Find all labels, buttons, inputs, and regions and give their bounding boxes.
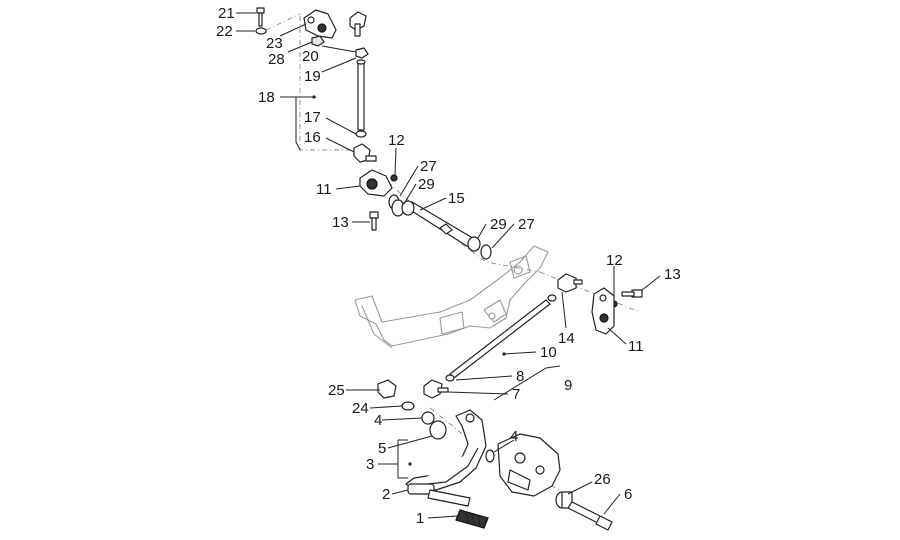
bolt-6 (567, 501, 613, 531)
lever-23 (303, 9, 337, 39)
shift-pedal-3 (405, 409, 487, 491)
nut-28 (311, 35, 325, 47)
bushing-5 (429, 420, 447, 440)
callout-8: 8 (516, 368, 524, 385)
callout-27-upper: 27 (420, 158, 437, 175)
callout-4-left: 4 (374, 412, 382, 429)
callout-21: 21 (218, 5, 235, 22)
pedal-rubber-2 (407, 483, 471, 507)
shaft-15 (401, 200, 477, 249)
lever-11-left (359, 169, 393, 197)
bushing-29-right (467, 236, 481, 252)
callout-9: 9 (564, 377, 572, 394)
shift-rod-18 (356, 59, 366, 131)
nut-20 (355, 47, 369, 59)
pedal-pin-1 (455, 509, 489, 529)
screw-13-right (621, 289, 643, 298)
callout-6: 6 (624, 486, 632, 503)
callout-4-right: 4 (510, 428, 518, 445)
callout-29-upper: 29 (418, 176, 435, 193)
callout-11-left: 11 (316, 181, 332, 198)
rod-10 (449, 299, 551, 379)
callout-17: 17 (304, 109, 321, 126)
callout-13-right: 13 (664, 266, 681, 283)
callout-26: 26 (594, 471, 611, 488)
alignment-line (265, 13, 301, 31)
callout-23: 23 (266, 35, 283, 52)
ball-joint-7 (423, 379, 449, 399)
callout-29-lower: 29 (490, 216, 507, 233)
bushing-26 (555, 491, 573, 509)
frame-bracket-ghost (354, 245, 549, 349)
callout-15: 15 (448, 190, 465, 207)
callout-14: 14 (558, 330, 575, 347)
callout-7: 7 (512, 386, 520, 403)
ball-joint-16 (353, 143, 377, 163)
callout-20: 20 (302, 48, 319, 65)
callout-numbers: 21 22 23 28 20 19 18 17 16 12 27 29 11 1… (216, 5, 681, 527)
ball-joint-14 (557, 273, 583, 293)
callout-10: 10 (540, 344, 557, 361)
washer-4-upper (421, 411, 435, 425)
callout-5: 5 (378, 440, 386, 457)
callout-11-right: 11 (628, 338, 644, 355)
callout-25: 25 (328, 382, 345, 399)
lever-11-right (591, 287, 615, 335)
washer-4-lower (485, 449, 495, 463)
callout-18: 18 (258, 89, 275, 106)
leader-lines (236, 12, 661, 519)
callout-16: 16 (304, 129, 321, 146)
callout-19: 19 (304, 68, 321, 85)
screw-21 (256, 7, 265, 27)
callout-22: 22 (216, 23, 233, 40)
footrest-bracket (497, 433, 561, 497)
callout-28: 28 (268, 51, 285, 68)
washer-24 (401, 401, 415, 411)
ball-joint-top (349, 11, 367, 37)
callout-3: 3 (366, 456, 374, 473)
callout-1: 1 (416, 510, 424, 527)
washer-22 (255, 27, 267, 35)
nut-12-left (390, 174, 398, 182)
callout-24: 24 (352, 400, 369, 417)
alignment-line (429, 407, 561, 491)
callout-2: 2 (382, 486, 390, 503)
callout-12-upper: 12 (388, 132, 405, 149)
callout-13-left: 13 (332, 214, 349, 231)
nut-17 (355, 130, 367, 138)
callout-27-lower: 27 (518, 216, 535, 233)
callout-12-right: 12 (606, 252, 623, 269)
washer-27-right (480, 244, 492, 260)
nut-top-rod (547, 294, 557, 302)
nut-8 (445, 374, 455, 382)
screw-13-left (369, 211, 379, 231)
nut-25 (377, 379, 397, 399)
